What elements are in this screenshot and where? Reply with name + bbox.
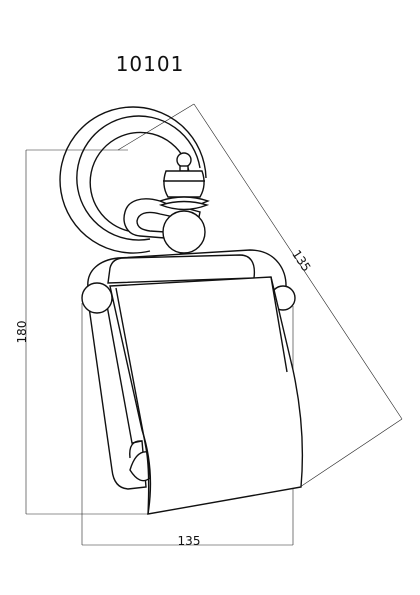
dimension-lines bbox=[25, 103, 403, 546]
cover-flap bbox=[109, 276, 304, 515]
holder-frame-inner bbox=[107, 254, 256, 284]
rosette-inner-rim bbox=[76, 115, 201, 241]
diagonal-extension-bottom bbox=[299, 418, 403, 488]
cover-flap-edge bbox=[270, 276, 288, 373]
model-number: 10101 bbox=[115, 52, 185, 76]
rosette-outer-rim bbox=[59, 106, 207, 254]
finial-knob bbox=[176, 152, 192, 168]
diagonal-dimension-label: 135 bbox=[289, 247, 313, 274]
finial-neck bbox=[179, 165, 189, 172]
ball-joint bbox=[162, 210, 206, 254]
width-dimension-label: 135 bbox=[178, 534, 201, 548]
rosette-center-ring bbox=[89, 131, 191, 234]
finial bbox=[158, 152, 210, 211]
finial-collar bbox=[158, 200, 210, 211]
holder-arm bbox=[87, 299, 151, 490]
finial-body bbox=[163, 170, 205, 198]
cover-flap-fold bbox=[115, 287, 150, 515]
left-side-knob bbox=[81, 282, 113, 314]
diagonal-extension-top bbox=[117, 103, 195, 151]
cover-flap-body bbox=[109, 276, 304, 515]
height-dimension-label: 180 bbox=[15, 321, 29, 344]
arm-hinge-curve bbox=[129, 440, 143, 459]
diagonal-dimension-line bbox=[193, 103, 403, 420]
